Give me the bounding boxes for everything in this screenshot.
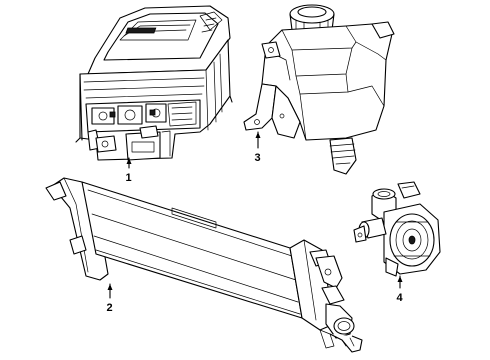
callout-2: 2 xyxy=(107,302,113,314)
power-inverter-module-icon xyxy=(75,5,233,169)
callout-3: 3 xyxy=(255,152,261,164)
callout-1: 1 xyxy=(126,172,132,184)
radiator-heat-exchanger-icon xyxy=(45,177,363,353)
electric-coolant-pump-icon xyxy=(353,181,441,289)
callout-4: 4 xyxy=(397,292,404,304)
coolant-reservoir-icon xyxy=(243,4,395,175)
